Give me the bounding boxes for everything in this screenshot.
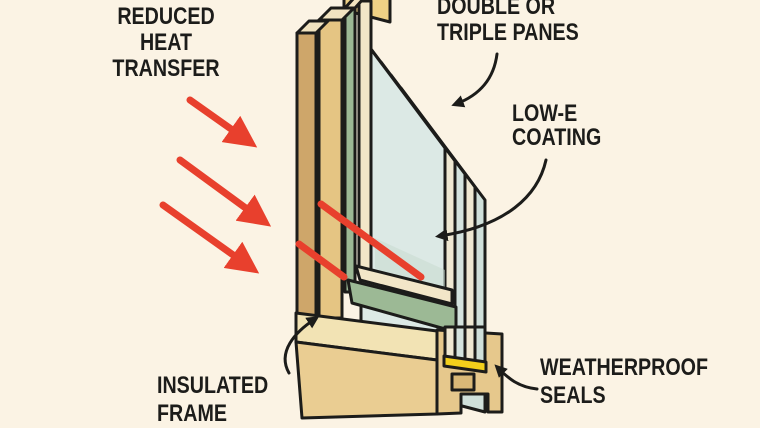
callout-leaders	[283, 52, 548, 391]
frame-post-front-bevel	[317, 6, 356, 22]
label-line: DOUBLE OR	[437, 0, 556, 20]
frame-post-left-face	[295, 31, 318, 318]
heat-arrow-middle	[176, 156, 272, 227]
label-reduced-heat-transfer: REDUCED HEAT TRANSFER	[79, 4, 253, 82]
leader-insulated-frame	[283, 316, 320, 375]
leader-weatherproof-seals	[494, 364, 539, 391]
heat-arrow-top	[186, 96, 258, 148]
label-line: INSULATED	[157, 372, 269, 399]
label-low-e-coating: LOW-E COATING	[512, 102, 601, 150]
bottom-rail-cream	[354, 264, 454, 306]
label-insulated-frame: INSULATED FRAME	[157, 372, 268, 428]
label-line: LOW-E	[512, 100, 578, 127]
transmitted-heat-rays	[295, 200, 425, 281]
sill	[294, 311, 504, 420]
label-line: REDUCED	[117, 3, 215, 30]
frame-strip-green	[343, 6, 357, 294]
frame-post-left-bevel	[295, 19, 330, 35]
label-line: COATING	[512, 124, 602, 151]
label-line: FRAME	[157, 400, 227, 427]
label-line: HEAT	[139, 29, 193, 56]
label-line: SEALS	[540, 382, 606, 409]
leader-low-e	[435, 158, 548, 242]
heat-arrows	[159, 96, 272, 274]
label-double-or-triple-panes: DOUBLE OR TRIPLE PANES	[437, 0, 579, 46]
label-weatherproof-seals: WEATHERPROOF SEALS	[540, 354, 708, 410]
transmitted-ray-short	[295, 240, 348, 281]
heat-arrow-bottom	[159, 201, 260, 274]
weatherproof-seal	[442, 354, 488, 374]
sill-groove	[450, 372, 476, 392]
label-line: TRANSFER	[112, 55, 220, 82]
label-line: WEATHERPROOF	[540, 354, 709, 381]
leader-double-panes	[451, 52, 499, 108]
transmitted-ray-long	[317, 200, 425, 281]
label-line: TRIPLE PANES	[437, 19, 579, 46]
